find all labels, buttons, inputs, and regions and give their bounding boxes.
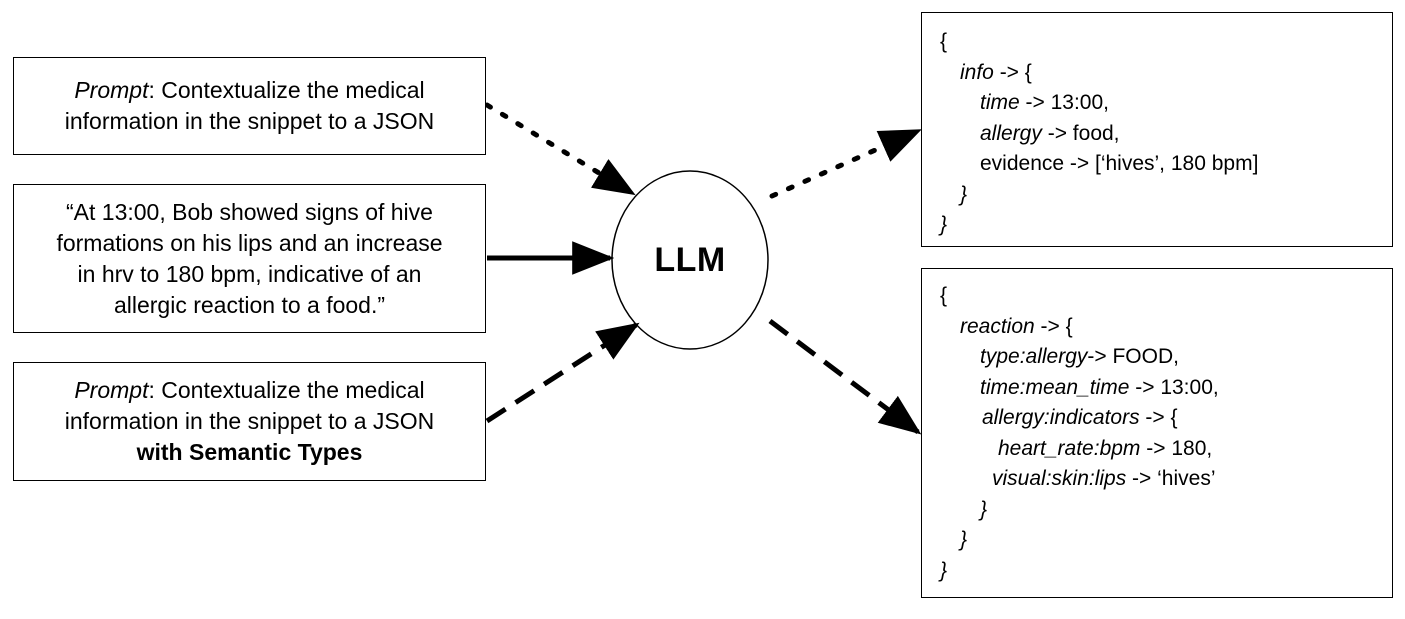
prompt-plain-box: Prompt: Contextualize the medical inform…: [13, 57, 486, 155]
json-value: {: [940, 30, 948, 53]
json-key: }: [940, 213, 948, 236]
snippet-line-1: “At 13:00, Bob showed signs of hive: [66, 198, 433, 225]
json-value: -> 180,: [1140, 436, 1213, 460]
edge-llm-to-semantic-json: [768, 319, 922, 435]
json-value: {: [940, 284, 948, 307]
json-line: time:mean_time -> 13:00,: [940, 373, 1392, 404]
snippet-box: “At 13:00, Bob showed signs of hive form…: [13, 184, 486, 333]
json-value: -> FOOD,: [1087, 345, 1179, 368]
json-key: visual:skin:lips: [992, 467, 1127, 490]
json-line: }: [940, 180, 1392, 211]
json-key: type:allergy: [980, 345, 1088, 368]
json-line: type:allergy-> FOOD,: [940, 342, 1392, 373]
json-value: -> 13:00,: [1129, 375, 1219, 399]
json-line: }: [940, 495, 1392, 526]
json-line: heart_rate:bpm -> 180,: [940, 434, 1392, 465]
json-key: allergy: [980, 121, 1042, 145]
json-line: }: [940, 525, 1392, 556]
json-line: }: [940, 210, 1392, 241]
json-value: -> ‘hives’: [1126, 467, 1216, 490]
json-value: -> {: [1139, 406, 1178, 429]
prompt-semantic-line-3: with Semantic Types: [136, 439, 363, 465]
json-value: evidence -> [‘hives’, 180 bpm]: [980, 152, 1259, 175]
json-line: allergy:indicators -> {: [940, 403, 1392, 434]
prompt-plain-line-2: information in the snippet to a JSON: [64, 108, 435, 134]
prompt-semantic-line-1: Prompt: Contextualize the medical: [74, 375, 424, 406]
json-key: }: [980, 497, 988, 521]
json-value: -> food,: [1041, 121, 1120, 145]
json-key: }: [960, 182, 968, 206]
json-value: -> {: [1034, 314, 1073, 338]
snippet-line-2: formations on his lips and an increase: [56, 229, 443, 256]
json-value: -> {: [993, 60, 1032, 84]
json-line: reaction -> {: [940, 312, 1392, 343]
json-line: info -> {: [940, 58, 1392, 89]
json-key: time: [980, 91, 1020, 114]
json-key: heart_rate:bpm: [998, 436, 1141, 460]
plain-json-output-box: {info -> {time -> 13:00,allergy -> food,…: [921, 12, 1393, 247]
prompt-label: Prompt: [74, 377, 149, 403]
prompt-label: Prompt: [74, 77, 149, 103]
llm-label: LLM: [654, 240, 726, 279]
json-key: }: [960, 528, 968, 551]
json-line: {: [940, 27, 1392, 58]
prompt-plain-text-1: : Contextualize the medical: [148, 77, 425, 103]
json-line: time -> 13:00,: [940, 88, 1392, 119]
json-line: {: [940, 281, 1392, 312]
json-key: allergy:indicators: [982, 406, 1140, 429]
json-line: allergy -> food,: [940, 119, 1392, 150]
json-line: evidence -> [‘hives’, 180 bpm]: [940, 149, 1392, 180]
edge-prompt-semantic-to-llm: [485, 322, 640, 424]
prompt-plain-line-1: Prompt: Contextualize the medical: [74, 75, 424, 106]
edge-llm-to-plain-json: [769, 128, 922, 199]
prompt-semantic-box: Prompt: Contextualize the medical inform…: [13, 362, 486, 481]
json-key: }: [940, 558, 948, 582]
json-value: -> 13:00,: [1019, 91, 1109, 114]
json-key: info: [960, 60, 994, 84]
json-key: reaction: [960, 314, 1035, 338]
json-line: visual:skin:lips -> ‘hives’: [940, 464, 1392, 495]
snippet-line-4: allergic reaction to a food.”: [113, 291, 386, 318]
json-key: time:mean_time: [980, 375, 1130, 399]
semantic-json-output-box: {reaction -> {type:allergy-> FOOD,time:m…: [921, 268, 1393, 598]
json-line: }: [940, 556, 1392, 587]
snippet-line-3: in hrv to 180 bpm, indicative of an: [77, 260, 422, 287]
prompt-semantic-line-2: information in the snippet to a JSON: [64, 408, 435, 434]
prompt-semantic-text-1: : Contextualize the medical: [148, 377, 425, 403]
